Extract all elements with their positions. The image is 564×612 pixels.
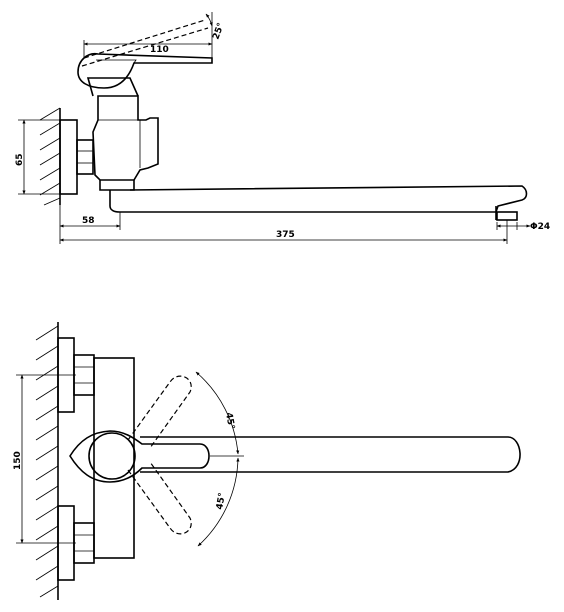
wall-hatch-side: [39, 107, 61, 206]
handle-rotated-up: [127, 375, 192, 449]
aerator: [496, 211, 518, 221]
lower-nut: [73, 522, 95, 564]
spout-front: [140, 436, 521, 473]
mounting-plate: [59, 119, 78, 195]
mixer-body: [92, 95, 159, 181]
spout: [109, 185, 528, 213]
dim-handle-length: 110: [150, 45, 169, 55]
mixer-body-front: [93, 357, 135, 559]
dim-total-length: 375: [276, 230, 295, 240]
dim-rotation-upper: 45°: [223, 412, 236, 431]
dim-outlet-offset: 58: [82, 216, 95, 226]
dim-rotation-lower: 45°: [215, 492, 228, 511]
handle-cap: [88, 432, 136, 480]
dim-outlet-diameter: Φ24: [530, 222, 550, 232]
front-view: 45° 45° 150: [13, 322, 521, 600]
lever-handle: [77, 52, 213, 89]
lever-handle-front: [69, 430, 210, 483]
wall-hatch-front: [35, 322, 59, 600]
side-view: 110 25° 65 58 375 Φ24: [15, 12, 550, 244]
handle-raised-dashed: [83, 19, 206, 59]
dim-handle-angle: 25°: [211, 22, 226, 41]
mounting-nut: [76, 139, 94, 175]
dim-height: 65: [15, 153, 25, 166]
angle-arc-upper: [195, 371, 240, 455]
dim-mount-spacing: 150: [13, 451, 23, 470]
upper-nut: [73, 354, 95, 396]
handle-rotated-down: [127, 461, 192, 535]
angle-arc-lower: [197, 457, 240, 547]
